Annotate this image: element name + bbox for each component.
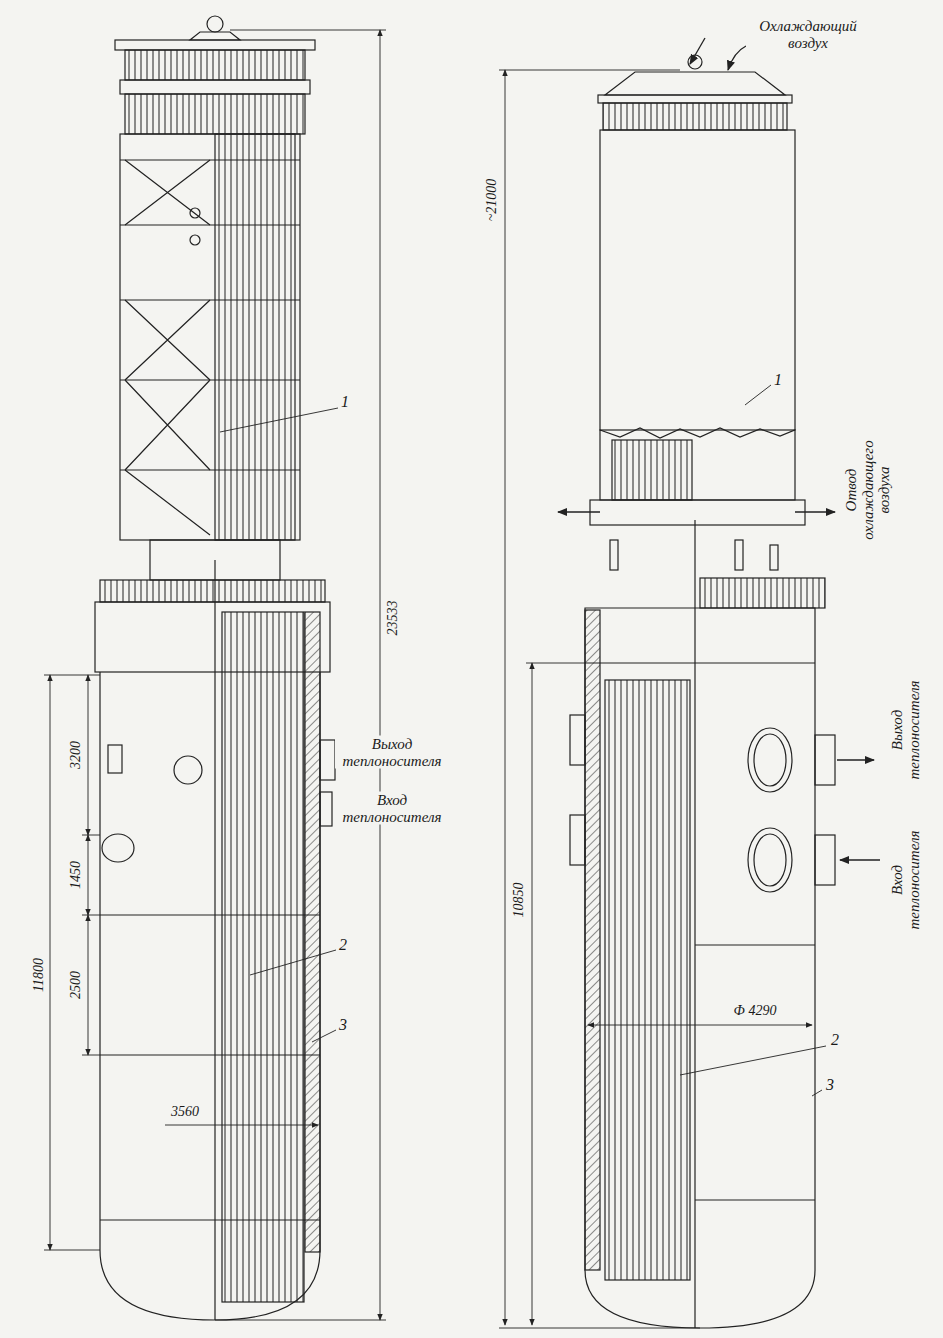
top-plate xyxy=(598,95,792,103)
lug xyxy=(570,715,585,765)
flow-arrows xyxy=(558,38,880,860)
label-anchor: 3 xyxy=(337,1016,349,1034)
frame-detail xyxy=(190,235,200,245)
nozzle-flange xyxy=(815,735,835,785)
top-platform xyxy=(115,40,315,50)
drive-plate xyxy=(120,80,310,94)
drive-rods xyxy=(612,440,692,500)
left-reactor xyxy=(95,16,335,1320)
section-line xyxy=(214,560,215,1320)
lug xyxy=(570,815,585,865)
vessel-body xyxy=(585,608,815,1328)
flange-studs xyxy=(700,578,825,608)
drive-casing xyxy=(600,130,795,430)
casing-cutaway xyxy=(600,428,795,500)
callout-number: 1 xyxy=(339,393,351,411)
label-anchor: Вход теплоносителя xyxy=(889,823,922,937)
outlet-nozzle xyxy=(754,734,786,786)
drive-frame xyxy=(120,134,300,540)
flange-line xyxy=(585,662,815,663)
section-line xyxy=(694,520,695,1328)
label-anchor: 11800 xyxy=(31,956,46,994)
label-anchor: Отвод охлаждающего воздуха xyxy=(843,433,893,547)
flow-label: Вход теплоносителя xyxy=(335,792,449,825)
inlet-nozzle xyxy=(754,834,786,886)
top-cap xyxy=(605,72,785,95)
flow-label: Выход теплоносителя xyxy=(889,673,922,787)
flow-label: Вход теплоносителя xyxy=(889,823,922,937)
core-internals xyxy=(605,680,690,1280)
frame-detail xyxy=(190,208,200,218)
dimension-label: 23533 xyxy=(385,599,400,638)
drive-heads xyxy=(125,50,305,80)
nozzle xyxy=(102,834,134,862)
label-anchor: 1450 xyxy=(68,859,83,891)
drive-rods xyxy=(125,94,305,134)
label-anchor: 1 xyxy=(772,371,784,389)
label-anchor: Выход теплоносителя xyxy=(335,736,449,769)
outlet-nozzle xyxy=(748,728,792,792)
dimension-label: 1450 xyxy=(68,859,83,891)
dimension-label: Ф 4290 xyxy=(732,1003,779,1018)
vessel-band xyxy=(695,944,815,945)
callout-number: 2 xyxy=(829,1031,841,1049)
lug xyxy=(108,745,122,773)
drive-heads xyxy=(603,103,787,130)
flange-studs xyxy=(100,580,325,602)
label-anchor: 3560 xyxy=(169,1104,201,1119)
control-rod-drives xyxy=(215,134,295,540)
inlet-nozzle xyxy=(320,792,332,826)
dimension-label: 11800 xyxy=(31,956,46,994)
callout-number: 2 xyxy=(337,936,349,954)
nozzle-stub xyxy=(770,545,778,570)
label-anchor: 3200 xyxy=(68,739,83,771)
flow-label: Охлаждающий воздух xyxy=(746,18,870,51)
dimension-label: ~21000 xyxy=(484,177,499,224)
vessel-wall xyxy=(585,610,600,1270)
label-anchor: 1 xyxy=(339,393,351,411)
dimension-label: 3560 xyxy=(169,1104,201,1119)
callout-number: 1 xyxy=(772,371,784,389)
label-anchor: Ф 4290 xyxy=(732,1003,779,1018)
flow-label: Отвод охлаждающего воздуха xyxy=(843,433,893,547)
dimension-label: 2500 xyxy=(68,969,83,1001)
flow-label: Выход теплоносителя xyxy=(335,736,449,769)
vessel-band xyxy=(695,1199,815,1200)
label-anchor: ~21000 xyxy=(484,177,499,224)
label-anchor: Вход теплоносителя xyxy=(335,792,449,825)
nozzle-flange xyxy=(815,835,835,885)
right-reactor xyxy=(570,55,835,1328)
outlet-nozzle xyxy=(320,740,335,780)
dimension-label: 3200 xyxy=(68,739,83,771)
dimension-label: 10850 xyxy=(511,881,526,920)
inlet-nozzle xyxy=(748,828,792,892)
air-box xyxy=(590,500,805,525)
label-anchor: Охлаждающий воздух xyxy=(746,18,870,51)
label-anchor: 2 xyxy=(829,1031,841,1049)
label-anchor: Выход теплоносителя xyxy=(889,673,922,787)
lifting-eye xyxy=(688,55,702,69)
nozzle-stub xyxy=(610,540,618,570)
label-anchor: 2 xyxy=(337,936,349,954)
nozzle xyxy=(174,756,202,784)
label-anchor: 3 xyxy=(824,1076,836,1094)
core-internals xyxy=(222,612,304,1302)
label-anchor: 2500 xyxy=(68,969,83,1001)
callout-number: 3 xyxy=(337,1016,349,1034)
lifting-eye xyxy=(207,16,223,32)
nozzle-stub xyxy=(735,540,743,570)
callout-number: 3 xyxy=(824,1076,836,1094)
vessel-wall xyxy=(305,612,320,1252)
label-anchor: 23533 xyxy=(385,599,400,638)
eye-base xyxy=(190,32,240,40)
right-dimensions xyxy=(499,70,826,1328)
label-anchor: 10850 xyxy=(511,881,526,920)
left-dimensions xyxy=(44,30,386,1320)
